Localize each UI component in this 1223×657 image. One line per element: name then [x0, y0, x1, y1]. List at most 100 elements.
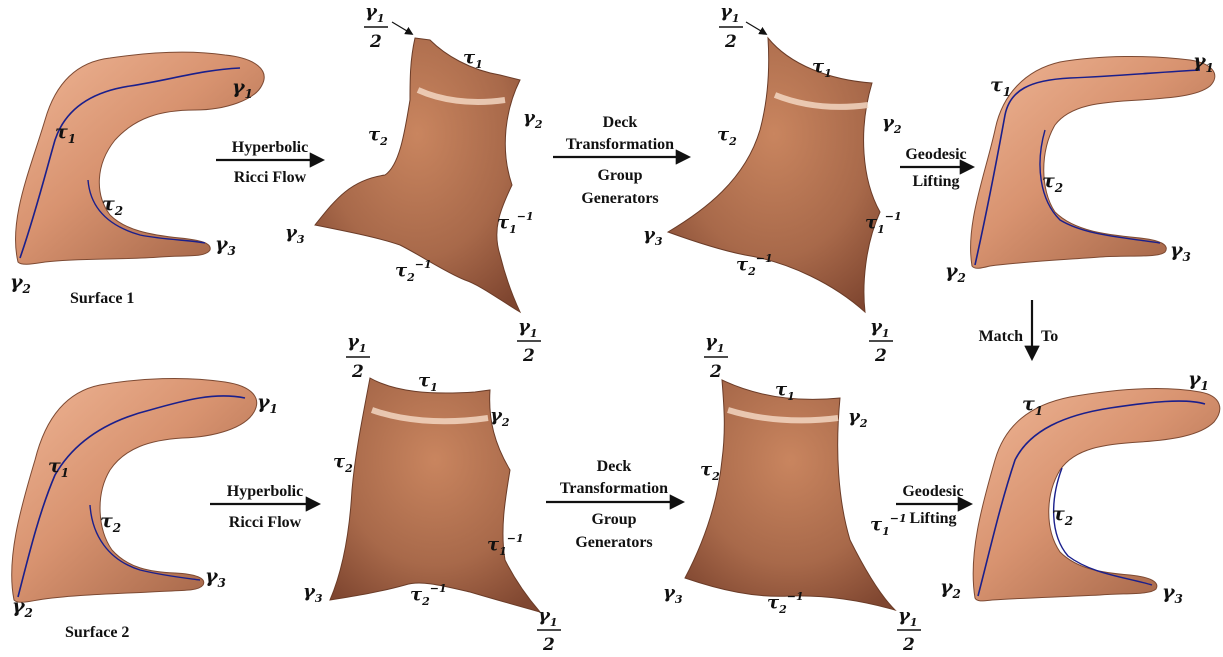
lifted-surface-1-model	[970, 55, 1216, 269]
label-tau2: τ2	[717, 124, 737, 148]
label-gamma2: γ2	[945, 260, 966, 285]
surface-2-model	[11, 377, 258, 603]
label-gamma2: γ2	[10, 271, 31, 296]
label-gamma1-half-bottom: γ1	[538, 605, 558, 629]
label-gamma2: γ2	[523, 107, 543, 131]
label-tau2: τ2	[102, 193, 123, 218]
label-gamma2: γ2	[940, 576, 961, 601]
svg-text:Generators: Generators	[575, 534, 652, 551]
label-gamma3: γ3	[285, 222, 305, 246]
svg-text:Hyperbolic: Hyperbolic	[227, 483, 303, 500]
label-tau1: τ1	[463, 47, 483, 71]
surface-2-caption: Surface 2	[65, 624, 129, 641]
svg-text:Transformation: Transformation	[566, 136, 674, 153]
label-gamma1: γ1	[232, 76, 253, 101]
label-tau1: τ1	[990, 74, 1011, 99]
label-gamma3: γ3	[663, 582, 683, 606]
label-gamma1: γ1	[257, 391, 278, 416]
label-tau1: τ1	[1022, 393, 1043, 418]
lifted-surface-1-shape	[970, 55, 1216, 269]
label-gamma2: γ2	[848, 406, 868, 430]
svg-text:Transformation: Transformation	[560, 480, 668, 497]
hyperbolic-domain-2-labels: γ1 2 τ1 γ2 τ2 τ1−1 γ3 τ2−1 γ1 2	[303, 331, 561, 655]
svg-text:Hyperbolic: Hyperbolic	[232, 139, 308, 156]
label-gamma1-half-bottom: γ1	[898, 605, 918, 629]
label-tau2: τ2	[368, 124, 388, 148]
ridge-highlight	[773, 92, 869, 110]
label-gamma1-half-top: γ1	[347, 331, 367, 355]
label-tau1-inverse: τ1−1	[865, 210, 902, 236]
svg-text:2: 2	[724, 32, 737, 52]
svg-text:2: 2	[351, 362, 364, 382]
svg-text:Deck: Deck	[597, 458, 632, 475]
label-gamma1: γ1	[1193, 50, 1214, 75]
lifted-surface-1-curve-tau2	[1039, 129, 1161, 244]
label-tau2: τ2	[1042, 170, 1063, 195]
label-tau1-inverse: τ1−1	[497, 210, 534, 236]
canonical-domain-2-labels: γ1 2 τ1 γ2 τ2 τ1−1 γ3 τ2−1 γ1 2	[663, 331, 921, 655]
canonical-domain-2	[684, 379, 897, 612]
surface-1-shape	[15, 51, 265, 265]
svg-text:Group: Group	[597, 167, 642, 184]
surface-2-shape	[11, 377, 258, 603]
lifted-surface-2-model	[972, 388, 1221, 602]
svg-text:2: 2	[874, 346, 887, 366]
svg-text:Geodesic: Geodesic	[902, 483, 963, 500]
hyperbolic-domain-2	[329, 377, 542, 613]
svg-text:Geodesic: Geodesic	[905, 146, 966, 163]
hyperbolic-domain-1-labels: γ1 2 τ1 γ2 τ2 γ3 τ1−1 τ2−1 γ1 2	[285, 1, 543, 366]
svg-text:Group: Group	[591, 511, 636, 528]
svg-text:2: 2	[522, 346, 535, 366]
canonical-domain-1-labels: γ1 2 τ1 γ2 τ2 γ3 τ1−1 τ2−1 γ1 2	[643, 1, 902, 366]
svg-text:2: 2	[902, 635, 915, 655]
hyperbolic-domain-2-shape	[329, 377, 542, 613]
surface-2-curve-tau2	[89, 504, 201, 581]
svg-text:2: 2	[709, 362, 722, 382]
surface-1-curve-tau1	[19, 67, 241, 259]
ridge-highlight	[416, 87, 506, 105]
label-gamma3: γ3	[215, 233, 236, 258]
label-gamma1-half-bottom: γ1	[518, 316, 538, 340]
svg-text:2: 2	[542, 635, 555, 655]
label-gamma3: γ3	[1162, 581, 1183, 606]
label-gamma2: γ2	[12, 595, 33, 620]
label-tau2-inverse: τ2−1	[410, 582, 447, 608]
surface-1-model	[15, 51, 265, 265]
lifted-surface-2-shape	[972, 388, 1221, 602]
svg-text:Deck: Deck	[603, 114, 638, 131]
svg-text:Lifting: Lifting	[909, 510, 956, 527]
svg-text:Ricci Flow: Ricci Flow	[234, 169, 307, 186]
label-tau2: τ2	[700, 459, 720, 483]
label-gamma3: γ3	[205, 565, 226, 590]
ridge-highlight	[370, 407, 489, 425]
arrow-hyperbolic-ricci-flow-1: Hyperbolic Ricci Flow	[216, 139, 326, 186]
canonical-domain-1-shape	[666, 36, 881, 314]
svg-text:Ricci Flow: Ricci Flow	[229, 514, 302, 531]
label-tau1: τ1	[55, 121, 76, 146]
svg-text:2: 2	[369, 32, 382, 52]
svg-text:To: To	[1041, 328, 1058, 345]
label-gamma1: γ1	[1188, 368, 1209, 393]
label-gamma3: γ3	[643, 224, 663, 248]
arrow-deck-transformation-1: Deck Transformation Group Generators	[553, 114, 692, 207]
hyperbolic-domain-1	[314, 37, 522, 314]
label-gamma3: γ3	[1170, 239, 1191, 264]
arrow-match-to: Match To	[979, 300, 1058, 362]
surface-1-labels: γ1 τ1 τ2 γ3 γ2	[10, 76, 253, 296]
label-tau1: τ1	[418, 370, 438, 394]
svg-text:Match: Match	[979, 328, 1024, 345]
label-tau1: τ1	[775, 379, 795, 403]
label-gamma2: γ2	[882, 112, 902, 136]
svg-text:Lifting: Lifting	[912, 173, 959, 190]
label-tau2-inverse: τ2−1	[395, 258, 432, 284]
label-tau2: τ2	[100, 510, 121, 535]
label-gamma1-half-top: γ1	[720, 1, 740, 25]
label-tau1-inverse: τ1−1	[870, 512, 907, 538]
arrow-deck-transformation-2: Deck Transformation Group Generators	[546, 458, 686, 551]
label-tau1: τ1	[48, 455, 69, 480]
lifted-surface-1-curve-tau1	[974, 69, 1201, 266]
label-gamma1-half-top: γ1	[705, 331, 725, 355]
pointer-arrow	[391, 21, 414, 35]
surface-2-labels: γ1 τ1 τ2 γ3 γ2	[12, 391, 278, 620]
